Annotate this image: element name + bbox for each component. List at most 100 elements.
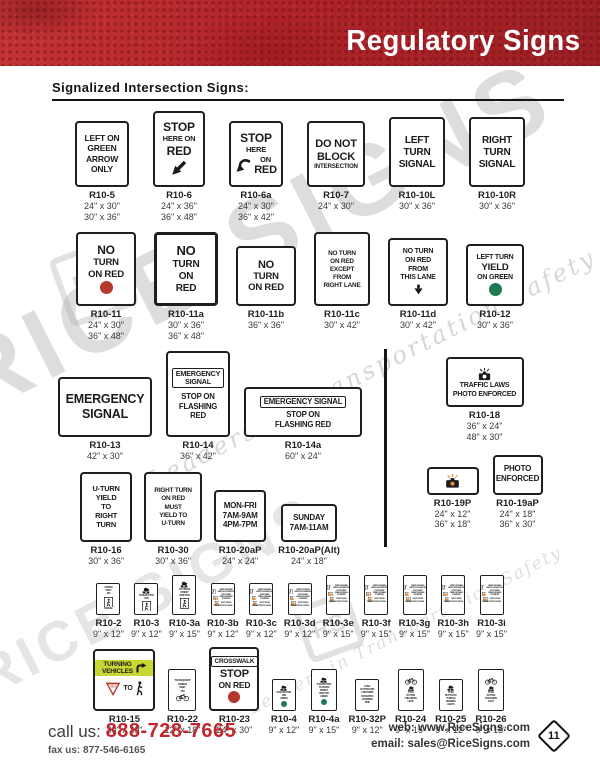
walk-symbol-icon (179, 598, 189, 610)
sign-text: CROSSING (361, 697, 373, 701)
sign-text: IF STARTED (490, 593, 500, 596)
sign-text: TO (123, 685, 133, 693)
sign-inner-box: CROSSWALK (211, 655, 258, 667)
sign-text: DON'T CROSS (489, 597, 500, 600)
sign-text: WATCH FOR VEHICLES (448, 586, 465, 589)
sign-id: R10-11c (324, 309, 360, 321)
sign-size: 36" x 48" (88, 330, 124, 341)
sign-text: TURN (403, 146, 431, 158)
sign-text: WARNING (445, 701, 456, 704)
sign-text: PUSH (447, 691, 454, 694)
sign-text: DON'T CROSS (374, 597, 385, 600)
sign-size: 9" x 15" (475, 725, 507, 736)
sign-text: FLASHING (178, 401, 218, 411)
sign-size: 24" x 30" (216, 725, 253, 736)
sign-text: EMERGENCY SIGNAL (263, 396, 343, 406)
sign-text: IF STARTED (452, 593, 461, 596)
sign-size: 9" x 15" (360, 628, 392, 639)
sign-text: STOP ON (286, 410, 320, 420)
sign-text: EXCEPT (329, 265, 355, 273)
sign-text: GREEN (87, 143, 117, 154)
sign-text: EMERGENCY (65, 392, 145, 407)
sign-id: R10-20aP (218, 545, 262, 557)
sign-text: PHOTO (503, 464, 532, 474)
contact-right: web: www.RiceSigns.com email: sales@Rice… (371, 720, 530, 752)
sign-size: 12" x 18" (164, 725, 201, 736)
sign-text: PHOTO ENFORCED (452, 390, 517, 398)
walk-symbol-icon (442, 585, 447, 591)
sign-text: DON'T START (412, 589, 423, 592)
red-dot-icon (228, 691, 241, 703)
sign-text: FINISH CROSSING (372, 591, 386, 594)
sign-size: 9" x 12" (268, 725, 300, 736)
sign-id: R10-20aP(Alt) (278, 545, 340, 557)
yield-icon: YIELD (105, 682, 121, 697)
sign-text: STOP (163, 120, 195, 135)
sign-text: 7AM-9AM (222, 510, 258, 520)
sign-size: 30" x 42" (400, 320, 436, 331)
phone-number: 888-728-7665 (105, 720, 237, 742)
sign-text: SIGNAL (81, 406, 129, 421)
sign-size: 30" x 30" (106, 725, 143, 736)
sign-text: PUSH BUTTON TO CROSS (443, 601, 463, 604)
sign-id: R10-30 (157, 545, 189, 557)
sign-size: 9" x 12" (435, 725, 467, 736)
sign-text: YIELD (481, 262, 509, 273)
sign-id: R10-3i (477, 617, 506, 629)
sign-size: 48" x 30" (466, 432, 503, 443)
sign-size: 36" x 48" (168, 330, 204, 341)
sign-text: ON RED (161, 495, 185, 503)
sign-size: 36" x 42" (180, 451, 216, 462)
sign-text: ON RED (404, 257, 432, 265)
sign-text: GREEN (177, 681, 187, 686)
sign-id: R10-26 (475, 714, 507, 726)
sign-id: R10-13 (89, 440, 121, 452)
sign-text: IF STARTED (221, 597, 231, 600)
hand-symbol-icon (443, 591, 448, 597)
sign-text: MON-FRI (223, 500, 257, 510)
sign-text: SIGNAL (478, 158, 516, 170)
sign-text: YIELD TO (159, 511, 187, 519)
sign-id: R10-4 (270, 714, 297, 726)
sign-text: LEFT ON (84, 132, 120, 143)
down-left-arrow-icon (170, 159, 188, 177)
sign-text: LEFT TURN (476, 254, 514, 262)
sign-text: FINISH CROSSING (219, 595, 233, 598)
sign-text: WATCH FOR VEHICLES (294, 590, 312, 593)
sign-text: START CROSSING (449, 584, 464, 587)
sign-size: 9" x 15" (308, 725, 340, 736)
sign-size: 24" x 30" (238, 201, 274, 211)
